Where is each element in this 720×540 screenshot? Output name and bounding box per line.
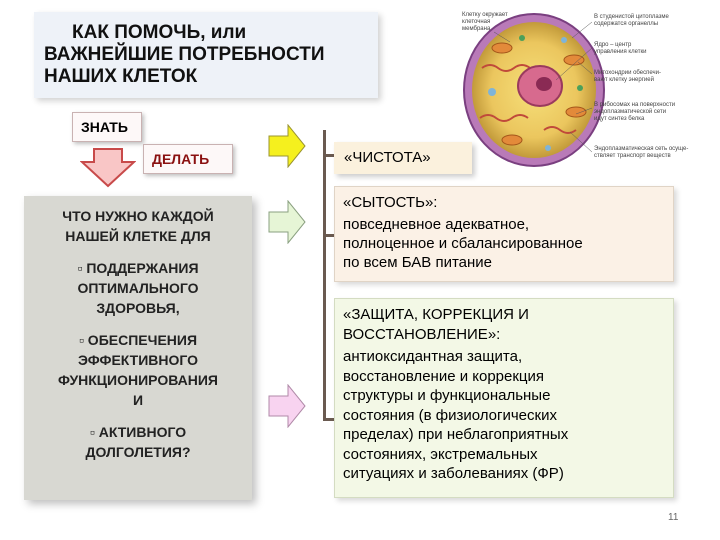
- connector-line-chistota: [323, 154, 335, 157]
- question-line-1: ЧТО НУЖНО КАЖДОЙ: [62, 208, 214, 224]
- cell-image: [463, 13, 605, 167]
- cell-label-right-2: содержатся органеллы: [594, 21, 659, 27]
- zaschita-line-5: пределах) при неблагоприятных: [343, 426, 569, 443]
- sytost-line-2: полноценное и сбалансированное: [343, 235, 583, 252]
- item2-line-2: ЭФФЕКТИВНОГО: [77, 352, 199, 368]
- left-panel: ЧТО НУЖНО КАЖДОЙ НАШЕЙ КЛЕТКЕ ДЛЯ ▫ ПОДД…: [24, 196, 252, 500]
- zaschita-line-3: структуры и функциональные: [343, 387, 551, 404]
- cell-label-left-3: мембрана: [462, 26, 491, 32]
- cell-label-right-3: Ядро – центр: [594, 42, 632, 48]
- cell-label-right-7: В рибосомах на поверхности: [594, 102, 676, 108]
- yellow-arrow-icon: [268, 124, 306, 168]
- zaschita-line-4: состояния (в физиологических: [343, 406, 557, 424]
- sytost-line-3: по всем БАВ питание: [343, 254, 492, 271]
- zaschita-line-1: антиоксидантная защита,: [343, 348, 523, 365]
- down-arrow-icon: [80, 148, 136, 188]
- cell-label-right-9: идут синтез белка: [594, 116, 645, 122]
- cell-label-right-10: Эндоплазматическая сеть осуще-: [594, 146, 689, 152]
- cell-illustration: Клетку окружает клеточная мембрана В сту…: [452, 8, 714, 170]
- chistota-box: «ЧИСТОТА»: [334, 142, 472, 174]
- cell-label-right-8: эндоплазматической сети: [594, 109, 667, 115]
- zaschita-heading-1: «ЗАЩИТА, КОРРЕКЦИЯ И: [343, 306, 529, 323]
- zaschita-line-6: состояниях, экстремальных: [343, 445, 538, 463]
- sytost-line-1: повседневное адекватное,: [343, 216, 530, 233]
- delat-box: ДЕЛАТЬ: [143, 144, 233, 174]
- sytost-box: «СЫТОСТЬ»: повседневное адекватное, полн…: [334, 186, 674, 282]
- cell-label-left-1: Клетку окружает: [462, 12, 508, 18]
- title-box: КАК ПОМОЧЬ, или ВАЖНЕЙШИЕ ПОТРЕБНОСТИ НА…: [34, 12, 378, 98]
- connector-line-zaschita: [323, 418, 335, 421]
- zaschita-line-7: ситуациях и заболеваниях (ФР): [343, 465, 564, 482]
- item2-line-3: ФУНКЦИОНИРОВАНИЯ: [58, 372, 218, 388]
- item1-line-3: ЗДОРОВЬЯ,: [96, 300, 180, 316]
- zaschita-box: «ЗАЩИТА, КОРРЕКЦИЯ И ВОССТАНОВЛЕНИЕ»: ан…: [334, 298, 674, 498]
- connector-line-sytost: [323, 234, 335, 237]
- title-line-2: ВАЖНЕЙШИЕ ПОТРЕБНОСТИ: [44, 44, 325, 65]
- znat-box: ЗНАТЬ: [72, 112, 142, 142]
- item1-line-2: ОПТИМАЛЬНОГО: [77, 280, 199, 296]
- item2-line-1: ▫ ОБЕСПЕЧЕНИЯ: [78, 332, 198, 348]
- item1-line-1: ▫ ПОДДЕРЖАНИЯ: [77, 260, 199, 276]
- question-line-2: НАШЕЙ КЛЕТКЕ ДЛЯ: [65, 228, 211, 244]
- cell-label-right-6: вают клетку энергией: [594, 77, 654, 83]
- item3-line-2: ДОЛГОЛЕТИЯ?: [85, 444, 191, 460]
- zaschita-line-2: восстановление и коррекция: [343, 367, 545, 385]
- cell-label-right-11: ствляет транспорт веществ: [594, 153, 671, 159]
- item2-line-4: И: [132, 392, 144, 408]
- title-line-1: КАК ПОМОЧЬ, или: [72, 22, 247, 43]
- connector-vertical-line: [323, 130, 326, 420]
- green-arrow-icon: [268, 200, 306, 244]
- cell-label-right-5: Митохондрии обеспечи-: [594, 70, 661, 76]
- cell-label-right-4: управления клетки: [594, 49, 647, 55]
- page-number: 11: [668, 512, 679, 523]
- pink-arrow-icon: [268, 384, 306, 428]
- zaschita-heading-2: ВОССТАНОВЛЕНИЕ»:: [343, 325, 501, 343]
- cell-label-left-2: клеточная: [462, 19, 491, 25]
- title-line-3: НАШИХ КЛЕТОК: [44, 66, 198, 87]
- item3-line-1: ▫ АКТИВНОГО: [89, 424, 187, 440]
- sytost-heading: «СЫТОСТЬ»:: [343, 194, 438, 211]
- cell-label-right-1: В студенистой цитоплазме: [594, 14, 669, 20]
